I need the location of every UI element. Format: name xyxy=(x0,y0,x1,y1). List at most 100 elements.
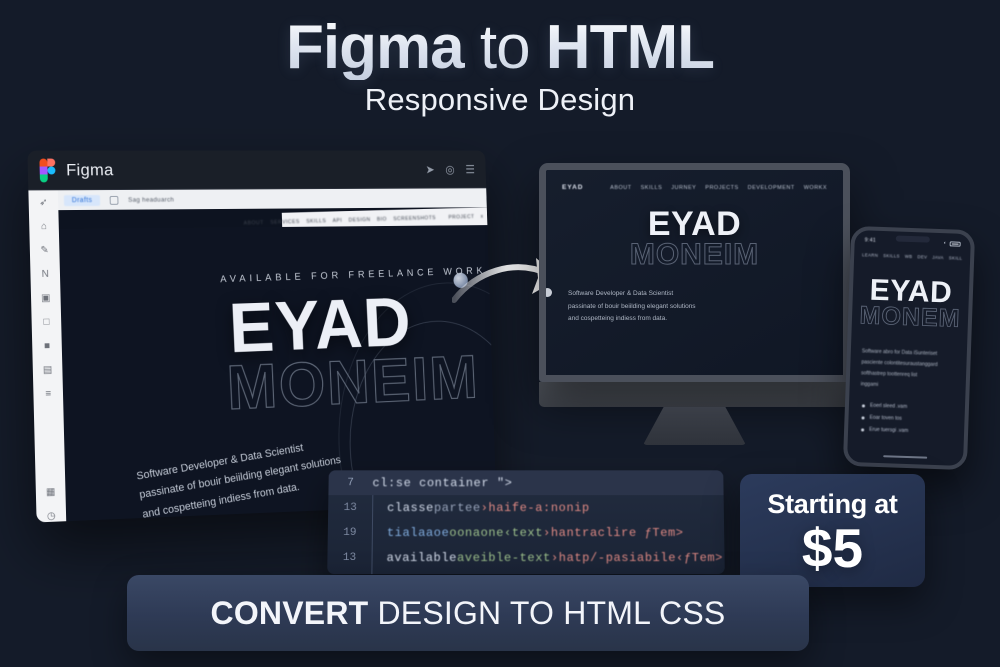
phone-list-label-0: Eoerl sleed .vam xyxy=(869,402,908,410)
figma-nav-item-2[interactable]: SKILLS xyxy=(306,217,327,225)
phone-mockup: 9:41 ◐ LEARN SKILLS WB DEV JAVA SKILL EY… xyxy=(842,225,976,471)
code-token: classe xyxy=(387,500,434,515)
line-tool-icon[interactable]: ≡ xyxy=(45,388,52,400)
price-badge-amount: $5 xyxy=(801,517,864,579)
rectangle-tool-icon[interactable]: ▣ xyxy=(41,292,51,304)
figma-canvas-heading-outline: MONEIM xyxy=(225,341,482,423)
code-token: ›hatp/-pasiabile‹ƒTem> xyxy=(550,550,724,565)
phone-nav-item-2[interactable]: WB xyxy=(904,253,913,260)
phone-nav-links: LEARN SKILLS WB DEV JAVA SKILL xyxy=(854,252,970,261)
code-line-text: cl:se container "> xyxy=(372,475,513,490)
figma-logo-icon xyxy=(39,158,56,182)
phone-nav-item-3[interactable]: DEV xyxy=(917,254,928,260)
monitor-heading-solid: EYAD xyxy=(647,205,742,243)
monitor-paragraph-line-1: Software Developer & Data Scientist xyxy=(568,290,674,297)
phone-heading-outline: MONEM xyxy=(859,301,962,333)
monitor-paragraph-line-3: and cospetteing indiess from data. xyxy=(568,315,668,323)
code-token: partee xyxy=(433,500,481,515)
list-item: Eoar toven tos xyxy=(861,414,964,424)
frame-tool-icon[interactable]: ⌂ xyxy=(40,221,48,233)
figma-app-name: Figma xyxy=(65,159,114,179)
banner-bold-word: CONVERT xyxy=(210,594,369,631)
figma-nav-item-1[interactable]: SERVICES xyxy=(270,218,300,226)
cursor-share-icon[interactable]: ➤ xyxy=(425,162,435,176)
phone-nav-item-5[interactable]: SKILL xyxy=(948,255,963,261)
figma-nav-item-0[interactable]: ABOUT xyxy=(243,219,264,227)
battery-icon xyxy=(949,240,961,247)
page-subtitle: Responsive Design xyxy=(364,82,636,118)
title-figma: Figma xyxy=(286,13,465,82)
wifi-icon: ◐ xyxy=(943,240,947,247)
text-tool-icon[interactable]: N xyxy=(41,268,49,280)
figma-tabbar: Drafts Sag headuarch xyxy=(57,188,487,211)
title-html: HTML xyxy=(545,13,715,82)
code-line-number: 13 xyxy=(342,551,357,564)
monitor-chin xyxy=(539,382,850,407)
component-tool-icon[interactable]: ▤ xyxy=(42,364,53,376)
hamburger-menu-icon[interactable]: ☰ xyxy=(465,162,476,176)
monitor-navbar: EYAD ABOUT SKILLS JURNEY PROJECTS DEVELO… xyxy=(546,170,843,191)
code-token: ›haife-a:nonip xyxy=(480,500,590,515)
file-icon xyxy=(109,195,119,205)
clock-history-icon[interactable]: ◷ xyxy=(46,510,56,523)
monitor-heading-outline: MONEIM xyxy=(629,238,760,272)
figma-nav-item-3[interactable]: API xyxy=(332,217,343,224)
code-row: 6 plise xyxy=(327,570,725,575)
monitor-nav-item-3[interactable]: PROJECTS xyxy=(705,184,739,191)
figma-window-controls: ➤ ◎ ☰ xyxy=(425,162,475,175)
banner-rest-text: DESIGN TO HTML CSS xyxy=(368,594,726,631)
bullet-icon xyxy=(861,403,866,407)
page-title: Figma to HTML xyxy=(0,13,1000,82)
cursor-tool-icon[interactable]: ➶ xyxy=(39,197,48,209)
monitor-paragraph: Software Developer & Data Scientist pass… xyxy=(568,288,843,326)
list-panel-icon[interactable]: ▦ xyxy=(45,486,56,498)
figma-tab-chip[interactable]: Drafts xyxy=(63,194,101,206)
phone-list-label-2: Erue tuersgi .vam xyxy=(869,426,909,435)
phone-status-time: 9:41 xyxy=(864,237,877,244)
code-token: oonaone‹text xyxy=(449,525,544,540)
phone-nav-item-0[interactable]: LEARN xyxy=(862,252,879,258)
pen-tool-icon[interactable]: ✎ xyxy=(40,244,49,257)
square-tool-icon[interactable]: □ xyxy=(43,316,50,328)
list-item: Eoerl sleed .vam xyxy=(861,402,965,412)
desktop-monitor-mockup: EYAD ABOUT SKILLS JURNEY PROJECTS DEVELO… xyxy=(539,163,850,445)
phone-notch xyxy=(895,235,930,243)
bottom-banner: CONVERT DESIGN TO HTML CSS xyxy=(127,575,809,651)
poster-header: Figma to HTML Responsive Design xyxy=(0,13,1000,118)
figma-nav-item-6[interactable]: SCREENSHOTS xyxy=(393,214,437,222)
presentation-circle-icon[interactable]: ◎ xyxy=(445,162,455,176)
figma-nav-item-5[interactable]: BIO xyxy=(376,216,387,223)
code-token: available xyxy=(386,550,458,565)
figma-canvas-eyebrow: AVAILABLE FOR FREELANCE WORK xyxy=(220,265,487,286)
bullet-icon xyxy=(861,427,865,431)
monitor-paragraph-line-2: passinate of bouir beiilding elegant sol… xyxy=(568,302,696,310)
code-row: 13 classe partee ›haife-a:nonip xyxy=(328,495,724,521)
monitor-site-logo[interactable]: EYAD xyxy=(562,184,584,191)
code-row: 13 available aveible-text ›hatp/-pasiabi… xyxy=(327,544,724,571)
figma-titlebar: Figma ➤ ◎ ☰ xyxy=(27,150,487,191)
price-badge-label: Starting at xyxy=(767,489,898,519)
list-item: Erue tuersgi .vam xyxy=(861,426,964,436)
bullet-icon xyxy=(861,415,865,419)
figma-nav-project[interactable]: PROJECT xyxy=(448,213,475,221)
figma-tab-filename[interactable]: Sag headuarch xyxy=(128,196,175,204)
phone-nav-item-1[interactable]: SKILLS xyxy=(883,253,900,259)
monitor-nav-item-5[interactable]: WORKX xyxy=(803,184,827,191)
close-icon[interactable]: x xyxy=(480,213,484,220)
figma-nav-item-4[interactable]: DESIGN xyxy=(348,216,371,224)
monitor-nav-item-1[interactable]: SKILLS xyxy=(640,184,663,191)
monitor-nav-item-0[interactable]: ABOUT xyxy=(610,184,632,191)
code-token: ›hantraclire ƒTem> xyxy=(543,525,684,540)
code-token: tialaaoe xyxy=(386,525,450,540)
code-row-header: 7 cl:se container "> xyxy=(328,470,724,496)
figma-window: Figma ➤ ◎ ☰ ➶ ⌂ ✎ N ▣ □ ■ ▤ ≡ ▦ ◷ xyxy=(27,150,497,523)
code-line-number: 19 xyxy=(343,526,357,539)
phone-feature-list: Eoerl sleed .vam Eoar toven tos Erue tue… xyxy=(861,402,965,436)
phone-nav-item-4[interactable]: JAVA xyxy=(932,254,944,261)
monitor-screen: EYAD ABOUT SKILLS JURNEY PROJECTS DEVELO… xyxy=(539,163,850,382)
monitor-nav-item-4[interactable]: DEVELOPMENT xyxy=(747,184,795,191)
code-snippet-card: 7 cl:se container "> 13 classe partee ›h… xyxy=(327,470,725,575)
image-tool-icon[interactable]: ■ xyxy=(43,340,51,352)
phone-list-label-1: Eoar toven tos xyxy=(869,414,902,422)
monitor-nav-item-2[interactable]: JURNEY xyxy=(671,184,697,191)
